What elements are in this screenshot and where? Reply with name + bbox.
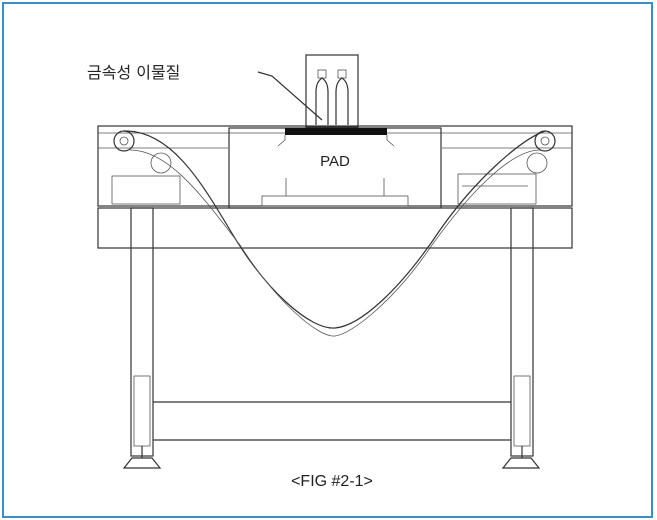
annotation-leader-line bbox=[257, 71, 323, 121]
figure-caption: <FIG #2-1> bbox=[291, 473, 373, 490]
left-leg bbox=[122, 207, 162, 469]
right-foot bbox=[501, 457, 541, 469]
pad-assembly: PAD bbox=[228, 127, 442, 209]
base-plate bbox=[97, 207, 573, 249]
pad-label: PAD bbox=[320, 153, 350, 170]
metal-particle-bar bbox=[285, 128, 387, 135]
left-foot bbox=[122, 457, 162, 469]
annotation-label: 금속성 이물질 bbox=[87, 63, 180, 82]
right-leg bbox=[501, 207, 541, 469]
bottle-box bbox=[305, 54, 359, 128]
belt-cable bbox=[123, 130, 546, 329]
